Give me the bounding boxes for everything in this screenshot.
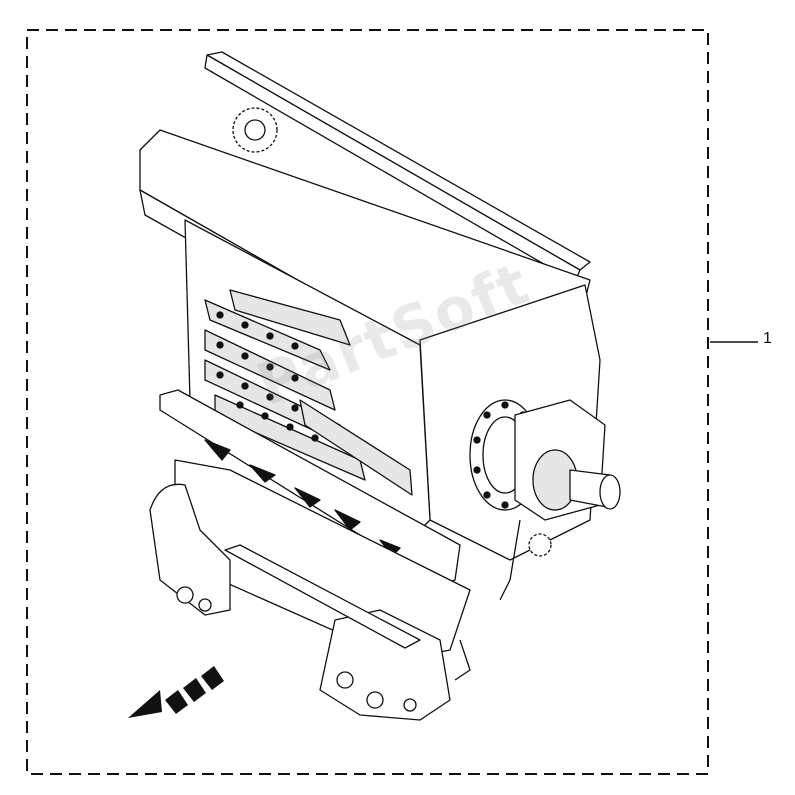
knife-bolts [216,311,319,442]
lower-shaft [224,544,421,649]
right-mounting-bracket [319,609,451,721]
rotor-assembly-drawing [139,51,621,721]
lower-sprocket [528,533,552,557]
callout-number: 1 [763,330,772,347]
linkage-arm-lower [454,639,471,681]
cross-beam-slots [204,439,401,557]
left-mounting-bracket [149,483,231,616]
travel-direction-arrow-icon [128,666,224,718]
front-cross-beam [159,389,461,586]
assembly-boundary-dashed-frame [26,29,709,775]
linkage-arm [499,519,521,601]
